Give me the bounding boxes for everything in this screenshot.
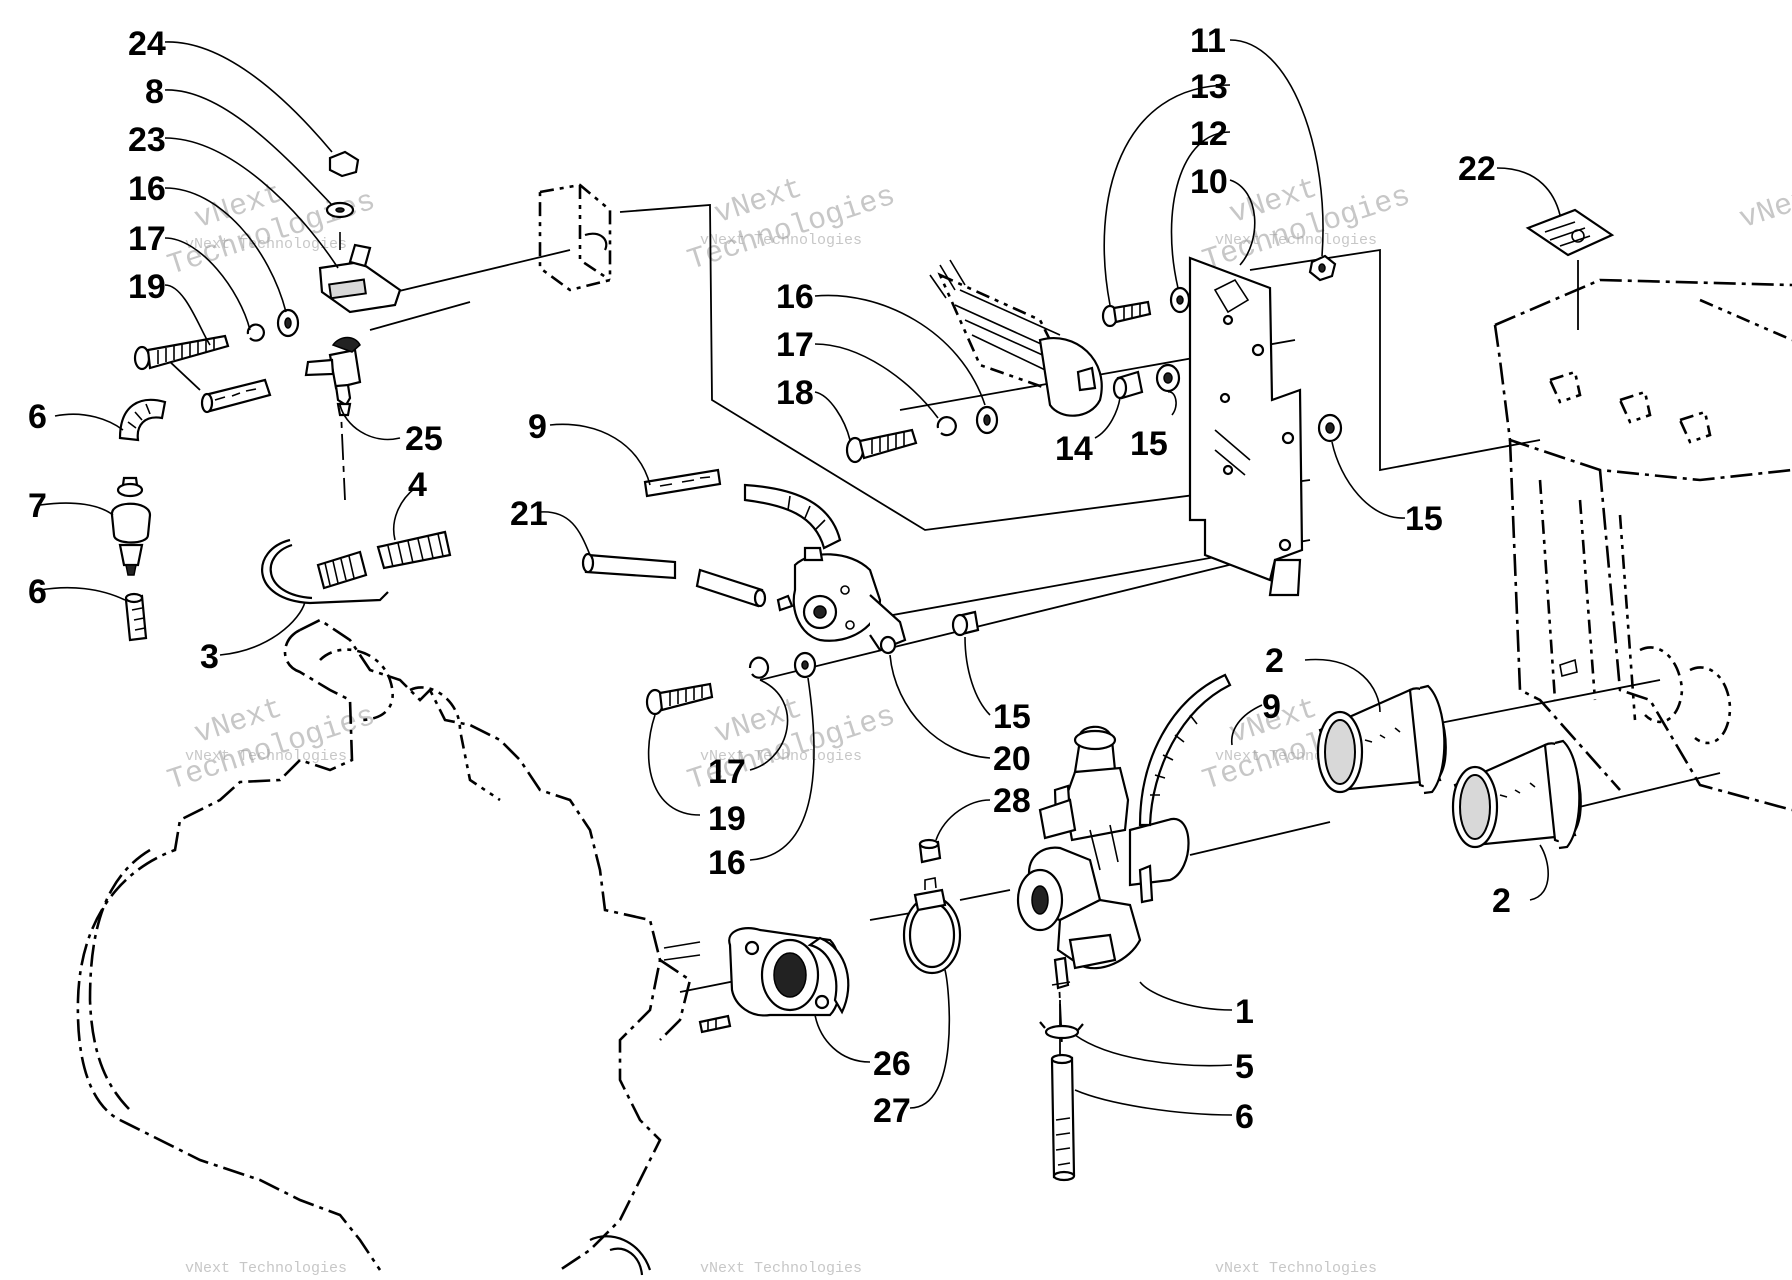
callout-11: 11 bbox=[1190, 22, 1226, 60]
decal-22 bbox=[1525, 208, 1615, 257]
callout-16: 16 bbox=[776, 278, 814, 316]
callout-27: 27 bbox=[873, 1092, 911, 1130]
screw-19-left bbox=[133, 334, 230, 371]
grommet-15-lower bbox=[951, 610, 980, 637]
carburetor-1 bbox=[1016, 725, 1190, 990]
callout-8: 8 bbox=[145, 73, 164, 111]
callout-25: 25 bbox=[405, 420, 443, 458]
callout-19: 19 bbox=[128, 268, 166, 306]
mount-block-phantom bbox=[538, 183, 612, 292]
callout-16: 16 bbox=[708, 844, 746, 882]
callout-5: 5 bbox=[1235, 1048, 1254, 1086]
watermark-company: vNext Technologies bbox=[700, 232, 862, 249]
callout-17: 17 bbox=[708, 753, 746, 791]
callout-16: 16 bbox=[128, 170, 166, 208]
callout-6: 6 bbox=[28, 573, 47, 611]
vent-hose-9-upper bbox=[643, 468, 842, 550]
lock-washer-17-mid bbox=[936, 416, 957, 437]
callout-6: 6 bbox=[1235, 1098, 1254, 1136]
mounting-plate-10 bbox=[1188, 256, 1304, 597]
lock-washer-17-left bbox=[246, 323, 265, 342]
solenoid-assembly bbox=[929, 259, 1103, 417]
stud-bolt bbox=[698, 1014, 732, 1034]
grommet-15-upper bbox=[1155, 363, 1181, 393]
callout-15: 15 bbox=[993, 698, 1031, 736]
intake-flange-26 bbox=[728, 927, 850, 1017]
nut-11 bbox=[1308, 254, 1337, 282]
callout-15: 15 bbox=[1130, 425, 1168, 463]
fuel-filter-7 bbox=[110, 476, 152, 576]
fuel-pump-20 bbox=[776, 546, 907, 655]
intake-boot-2-upper bbox=[1316, 684, 1447, 795]
watermark-company: vNext Technologies bbox=[185, 1260, 347, 1277]
screw-13 bbox=[1101, 300, 1152, 328]
callout-19: 19 bbox=[708, 800, 746, 838]
engine-outline bbox=[76, 618, 701, 1276]
watermark-company: vNext Technologies bbox=[700, 748, 862, 765]
callout-3: 3 bbox=[200, 638, 219, 676]
watermark-line1: vNext bbox=[1736, 177, 1792, 237]
clamp-5 bbox=[1039, 1021, 1084, 1040]
spacer-14 bbox=[1112, 370, 1144, 400]
pump-fasteners bbox=[645, 610, 980, 716]
air-silencer-box bbox=[1493, 278, 1792, 812]
cap-28 bbox=[918, 838, 942, 864]
hex-nut-24 bbox=[328, 150, 360, 178]
fuel-valve-25 bbox=[304, 336, 362, 417]
screw-19-mid bbox=[645, 682, 714, 716]
callout-17: 17 bbox=[776, 326, 814, 364]
plate-fasteners bbox=[1101, 254, 1343, 443]
grommet-15-right bbox=[1317, 413, 1343, 443]
watermark-company: vNext Technologies bbox=[1215, 1260, 1377, 1277]
fuel-hose-6-elbow bbox=[118, 398, 167, 442]
callout-4: 4 bbox=[408, 466, 427, 504]
vent-hose-9-carb bbox=[1138, 673, 1232, 827]
callout-28: 28 bbox=[993, 782, 1031, 820]
clamp-27 bbox=[902, 877, 962, 975]
callout-22: 22 bbox=[1458, 150, 1496, 188]
callout-1: 1 bbox=[1235, 993, 1254, 1031]
clamp-3 bbox=[261, 538, 389, 605]
callout-6: 6 bbox=[28, 398, 47, 436]
callout-26: 26 bbox=[873, 1045, 911, 1083]
watermark-company: vNext Technologies bbox=[1215, 232, 1377, 249]
callout-2: 2 bbox=[1265, 642, 1284, 680]
watermark-company: vNext Technologies bbox=[185, 748, 347, 765]
callout-17: 17 bbox=[128, 220, 166, 258]
leader-lines bbox=[39, 39, 1561, 1116]
spring-4 bbox=[316, 530, 452, 590]
callout-15: 15 bbox=[1405, 500, 1443, 538]
callout-21: 21 bbox=[510, 495, 548, 533]
callout-9: 9 bbox=[1262, 688, 1281, 726]
screw-18 bbox=[845, 428, 918, 464]
watermark-company: vNext Technologies bbox=[185, 236, 347, 253]
lock-washer-17-lower bbox=[748, 656, 770, 679]
callout-7: 7 bbox=[28, 487, 47, 525]
watermark-company: vNext Technologies bbox=[700, 1260, 862, 1277]
intake-boot-2-lower bbox=[1451, 739, 1582, 850]
callout-10: 10 bbox=[1190, 163, 1228, 201]
callout-18: 18 bbox=[776, 374, 814, 412]
callout-24: 24 bbox=[128, 25, 166, 63]
fuel-hose-upper bbox=[200, 378, 272, 414]
callout-9: 9 bbox=[528, 408, 547, 446]
fuel-valve-assembly bbox=[110, 150, 452, 642]
solenoid-fasteners bbox=[845, 363, 1181, 464]
solenoid-body bbox=[1038, 337, 1103, 417]
callout-labels: 24 8 23 16 17 19 6 25 7 6 3 4 9 21 16 17… bbox=[28, 22, 1511, 1136]
callout-20: 20 bbox=[993, 740, 1031, 778]
callout-12: 12 bbox=[1190, 115, 1228, 153]
vent-hose-21 bbox=[581, 552, 767, 608]
drain-hose-6 bbox=[1050, 1053, 1076, 1182]
callout-23: 23 bbox=[128, 121, 166, 159]
callout-14: 14 bbox=[1055, 430, 1093, 468]
fuel-hose-6-short bbox=[124, 592, 148, 642]
callout-2: 2 bbox=[1492, 882, 1511, 920]
callout-13: 13 bbox=[1190, 68, 1228, 106]
